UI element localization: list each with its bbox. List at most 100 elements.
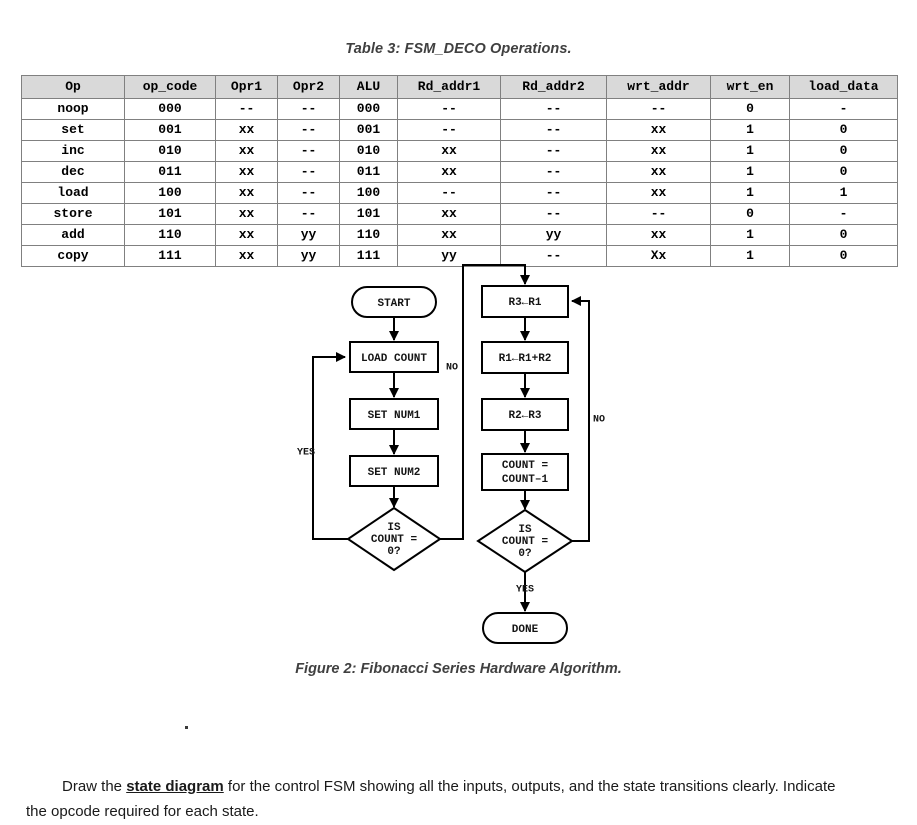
cell-alu: 100 bbox=[339, 182, 398, 204]
node-decision-right-line3: 0? bbox=[518, 548, 531, 560]
cell-op-code: 101 bbox=[124, 203, 216, 225]
node-decision-right-line2: COUNT = bbox=[502, 536, 549, 548]
cell-opr1: xx bbox=[215, 203, 278, 225]
cell-wrt-addr: xx bbox=[606, 224, 711, 246]
question-emphasis-state-diagram: state diagram bbox=[126, 778, 224, 795]
cell-opr2: -- bbox=[277, 203, 340, 225]
node-r3-assign-r1: R3←R1 bbox=[481, 285, 569, 318]
cell-wrt-en: 1 bbox=[710, 161, 790, 183]
cell-load-data: - bbox=[789, 98, 898, 120]
cell-opr2: yy bbox=[277, 224, 340, 246]
cell-wrt-addr: xx bbox=[606, 140, 711, 162]
table-row: inc 010 xx -- 010 xx -- xx 1 0 bbox=[21, 140, 898, 162]
cell-opr2: -- bbox=[277, 140, 340, 162]
cell-load-data: - bbox=[789, 203, 898, 225]
column-header-opr2: Opr2 bbox=[277, 75, 340, 99]
cell-load-data: 0 bbox=[789, 140, 898, 162]
cell-wrt-en: 1 bbox=[710, 140, 790, 162]
cell-wrt-addr: Xx bbox=[606, 245, 711, 267]
cell-opr1: xx bbox=[215, 245, 278, 267]
cell-op-code: 100 bbox=[124, 182, 216, 204]
cell-load-data: 0 bbox=[789, 119, 898, 141]
column-header-rd-addr2: Rd_addr2 bbox=[500, 75, 607, 99]
table-row: add 110 xx yy 110 xx yy xx 1 0 bbox=[21, 224, 898, 246]
cell-opr2: -- bbox=[277, 98, 340, 120]
column-header-wrt-addr: wrt_addr bbox=[606, 75, 711, 99]
cell-alu: 111 bbox=[339, 245, 398, 267]
cell-op-code: 000 bbox=[124, 98, 216, 120]
cell-op-code: 110 bbox=[124, 224, 216, 246]
node-count-decrement-line2: COUNT–1 bbox=[502, 474, 549, 486]
edge-label-right-yes: YES bbox=[516, 585, 534, 596]
cell-alu: 010 bbox=[339, 140, 398, 162]
cell-op: noop bbox=[21, 98, 125, 120]
edge-left-no-branch bbox=[440, 264, 530, 540]
node-r1-assign-r1-plus-r2-label: R1←R1+R2 bbox=[499, 353, 552, 365]
node-done-label: DONE bbox=[512, 624, 539, 636]
table-header-row: Op op_code Opr1 Opr2 ALU Rd_addr1 Rd_add… bbox=[21, 75, 898, 99]
cell-wrt-en: 1 bbox=[710, 245, 790, 267]
cell-opr2: -- bbox=[277, 119, 340, 141]
cell-rd-addr2: -- bbox=[500, 119, 607, 141]
cell-alu: 000 bbox=[339, 98, 398, 120]
cell-wrt-addr: -- bbox=[606, 203, 711, 225]
node-count-decrement-line1: COUNT = bbox=[502, 460, 549, 472]
edge-label-left-yes: YES bbox=[297, 448, 315, 459]
cell-rd-addr1: -- bbox=[397, 98, 501, 120]
cell-opr2: -- bbox=[277, 161, 340, 183]
cell-rd-addr1: xx bbox=[397, 203, 501, 225]
cell-alu: 110 bbox=[339, 224, 398, 246]
node-decision-left-line2: COUNT = bbox=[371, 534, 418, 546]
cell-op-code: 011 bbox=[124, 161, 216, 183]
node-start: START bbox=[351, 286, 437, 318]
cell-rd-addr1: -- bbox=[397, 182, 501, 204]
cell-opr2: yy bbox=[277, 245, 340, 267]
column-header-load-data: load_data bbox=[789, 75, 898, 99]
cell-wrt-addr: xx bbox=[606, 119, 711, 141]
cell-op: load bbox=[21, 182, 125, 204]
cell-wrt-en: 0 bbox=[710, 203, 790, 225]
cell-opr1: xx bbox=[215, 182, 278, 204]
node-decision-right-line1: IS bbox=[518, 524, 532, 536]
stray-mark bbox=[185, 726, 188, 729]
cell-opr1: -- bbox=[215, 98, 278, 120]
node-r3-assign-r1-label: R3←R1 bbox=[508, 297, 541, 309]
node-decision-left-line1: IS bbox=[387, 522, 401, 534]
cell-wrt-addr: xx bbox=[606, 182, 711, 204]
question-text-part1: Draw the bbox=[62, 778, 127, 795]
cell-opr1: xx bbox=[215, 224, 278, 246]
cell-load-data: 0 bbox=[789, 245, 898, 267]
node-load-count-label: LOAD COUNT bbox=[361, 353, 427, 365]
cell-op: add bbox=[21, 224, 125, 246]
node-r2-assign-r3-label: R2←R3 bbox=[508, 410, 541, 422]
table-row: store 101 xx -- 101 xx -- -- 0 - bbox=[21, 203, 898, 225]
cell-alu: 011 bbox=[339, 161, 398, 183]
node-decision-left-line3: 0? bbox=[387, 546, 400, 558]
operations-table-container: Op op_code Opr1 Opr2 ALU Rd_addr1 Rd_add… bbox=[21, 75, 898, 267]
column-header-op: Op bbox=[21, 75, 125, 99]
cell-wrt-en: 1 bbox=[710, 119, 790, 141]
cell-opr1: xx bbox=[215, 119, 278, 141]
cell-rd-addr1: yy bbox=[397, 245, 501, 267]
table-row: set 001 xx -- 001 -- -- xx 1 0 bbox=[21, 119, 898, 141]
cell-rd-addr1: xx bbox=[397, 161, 501, 183]
cell-wrt-en: 1 bbox=[710, 182, 790, 204]
cell-op: inc bbox=[21, 140, 125, 162]
fibonacci-flowchart: START LOAD COUNT SET NUM1 SET NUM2 IS CO… bbox=[0, 262, 917, 647]
cell-rd-addr1: xx bbox=[397, 140, 501, 162]
cell-rd-addr2: -- bbox=[500, 203, 607, 225]
table-caption: Table 3: FSM_DECO Operations. bbox=[345, 41, 572, 57]
cell-wrt-en: 1 bbox=[710, 224, 790, 246]
cell-op: store bbox=[21, 203, 125, 225]
cell-op: dec bbox=[21, 161, 125, 183]
cell-rd-addr2: yy bbox=[500, 224, 607, 246]
table-row: noop 000 -- -- 000 -- -- -- 0 - bbox=[21, 98, 898, 120]
cell-alu: 001 bbox=[339, 119, 398, 141]
node-start-label: START bbox=[377, 298, 410, 310]
node-load-count: LOAD COUNT bbox=[349, 341, 439, 373]
cell-op-code: 010 bbox=[124, 140, 216, 162]
node-done: DONE bbox=[482, 612, 568, 644]
cell-rd-addr2: -- bbox=[500, 245, 607, 267]
cell-op-code: 111 bbox=[124, 245, 216, 267]
node-set-num2-label: SET NUM2 bbox=[368, 467, 421, 479]
